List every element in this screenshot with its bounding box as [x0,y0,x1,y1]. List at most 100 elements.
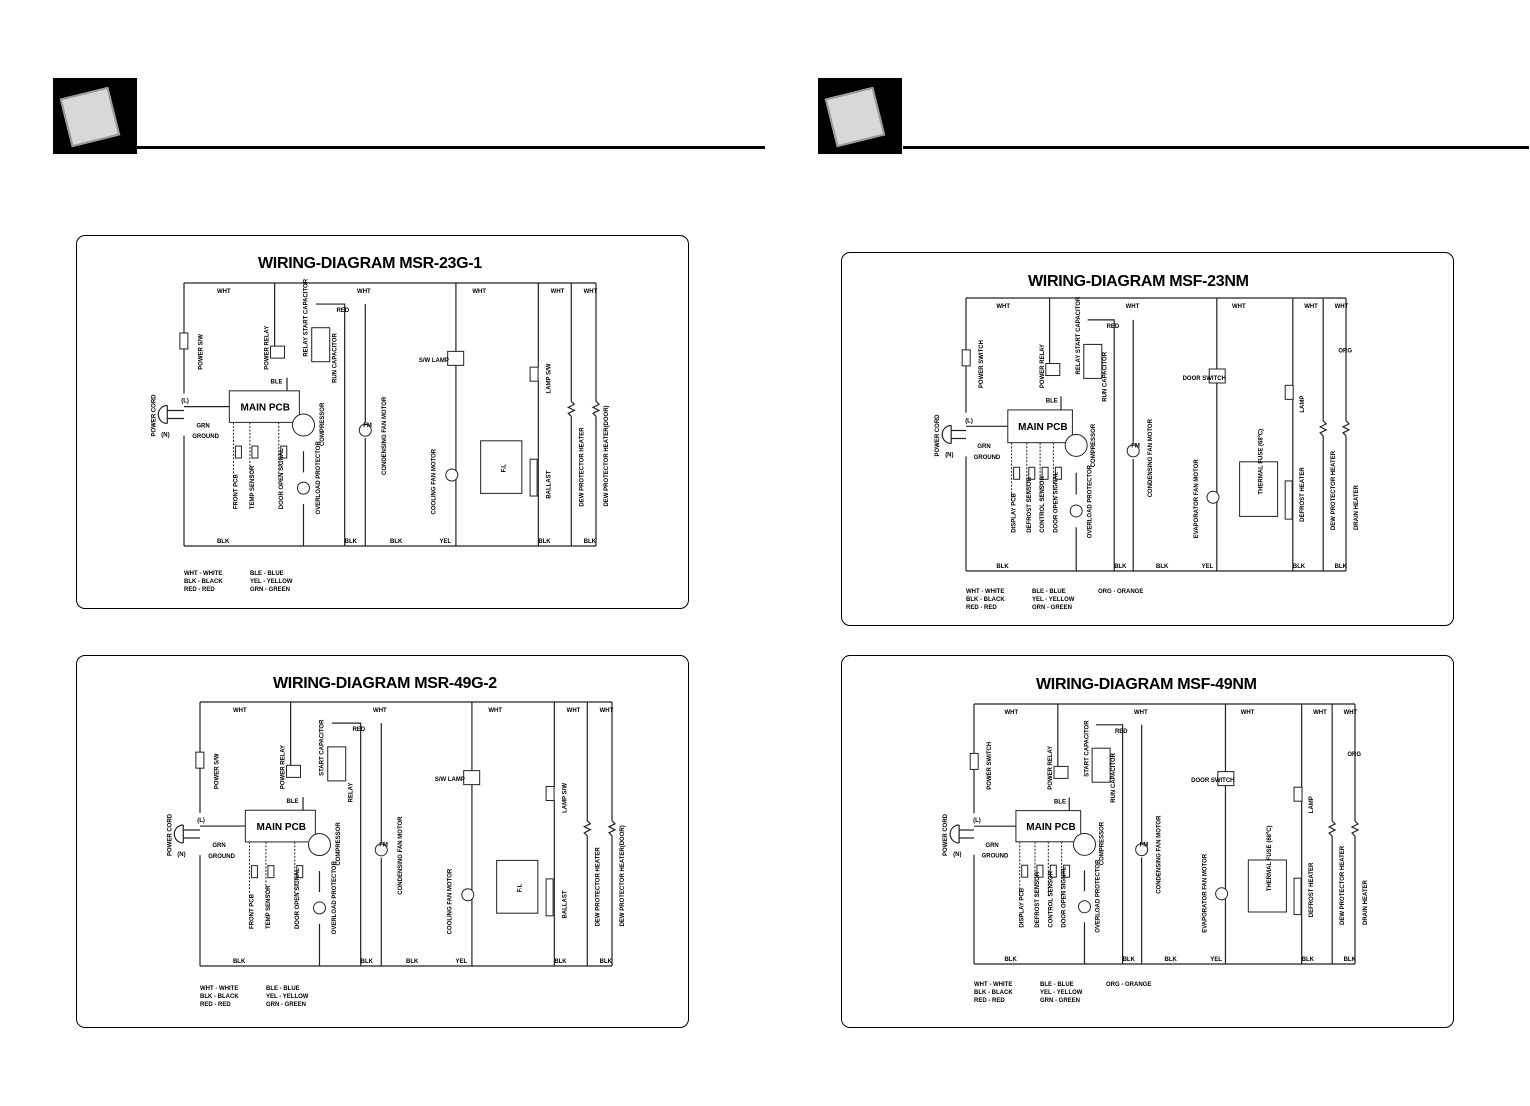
heater-label-dew_heater: DEW PROTECTOR HEATER [1340,845,1346,925]
ground-label: GROUND [974,455,1001,461]
sensor-box [1036,864,1044,878]
section-icon-left [53,78,137,154]
door-switch-label: DOOR SWITCH [1183,376,1226,382]
wire-tag-bottom: BLK [1302,957,1315,963]
neutral-label: (N) [953,852,961,858]
fl-label: F.L [517,883,523,892]
wire-tag-ble: BLE [1054,800,1066,806]
wire-tag-top: WHT [1232,304,1246,310]
run-capacitor-label: RUN CAPACITOR [332,332,338,382]
power-cord-plug-icon [173,824,184,844]
power-relay-label: POWER RELAY [1048,746,1054,790]
diagram-title: WIRING-DIAGRAM MSR-49G-2 [273,675,497,692]
overload-label: OVERLOAD PROTECTOR [1096,859,1102,933]
sensor-box [250,865,258,879]
wire-tag-top: WHT [584,289,598,295]
wire-tag-top: WHT [1313,710,1327,716]
power-cord-plug-icon [941,424,952,445]
legend-item: BLE - BLUE [250,571,284,577]
sensor-box [1021,864,1029,878]
compressor-icon [1072,832,1096,856]
wire-tag-bottom: BLK [345,539,358,545]
cooling-fan-label: EVAPORATOR FAN MOTOR [1202,853,1208,933]
legend-item: WHT - WHITE [184,571,222,577]
fl-label: THERMAL FUSE (68ºC) [1267,825,1273,891]
power-cord-plug-icon [949,824,960,844]
lamp-switch [1284,384,1294,400]
overload-label: OVERLOAD PROTECTOR [332,860,338,934]
power-relay [286,764,302,778]
wire-tag-bottom: BLK [584,539,597,545]
ballast-block [1284,480,1293,520]
condensing-fan-label: CONDENSING FAN MOTOR [382,396,388,475]
live-label: (L) [973,818,981,824]
sensor-box [296,865,304,879]
heater-icon [607,820,617,837]
neutral-label: (N) [161,433,169,439]
sensor-box [1049,864,1057,878]
power-cord-label: POWER CORD [943,813,949,856]
wire [331,722,362,966]
legend-item: WHT - WHITE [200,986,238,992]
power-relay-label: POWER RELAY [280,745,286,789]
door-switch [447,350,465,366]
power-switch [179,332,189,350]
lamp-switch [545,785,555,801]
ground-label: GROUND [208,854,235,860]
heater-label-dew_heater_door: DRAIN HEATER [1363,879,1369,925]
run-capacitor-label: RUN CAPACITOR [1103,351,1109,401]
legend-item: BLK - BLACK [974,990,1013,996]
overload-protector-icon [312,901,326,915]
fl-block [480,440,523,494]
wire-tag-bottom: BLK [1293,564,1306,570]
wire-tag-top: WHT [233,708,247,714]
wire-tag-yel: YEL [1202,564,1214,570]
legend-item: YEL - YELLOW [266,994,309,1000]
wire-tag-top: WHT [217,289,231,295]
overload-protector-icon [1077,900,1091,914]
power-switch [195,751,205,769]
wire-tag-grn: GRN [196,424,209,430]
main-pcb-label: MAIN PCB [1018,422,1067,433]
heater-icon [1341,420,1351,437]
wire-tag-bottom: BLK [390,539,403,545]
compressor-icon [1064,433,1088,457]
power-relay-label: POWER RELAY [264,326,270,370]
power-switch-label: POWER S/W [215,753,221,789]
cooling-fan-icon [445,468,459,482]
legend-item: RED - RED [966,605,997,611]
legend-item: BLE - BLUE [266,986,300,992]
sensor-box [1028,466,1036,480]
ballast-block [1293,877,1302,916]
legend-item: RED - RED [200,1002,231,1008]
start-capacitor-label: RELAY START CAPACITOR [1076,296,1082,374]
wire-tag-top: WHT [1335,304,1349,310]
lamp-switch-label: LAMP [1309,796,1315,813]
lamp-switch [1293,786,1303,802]
heater-label-dew_heater_door: DEW PROTECTOR HEATER(DOOR) [620,825,626,926]
wire-tag-bottom: BLK [538,539,551,545]
heater-label-dew_heater_door: DEW PROTECTOR HEATER(DOOR) [604,405,610,506]
wire-tag-red: RED [1107,324,1120,330]
wire-tag-top: WHT [1304,304,1318,310]
door-switch [463,770,481,786]
diagram-title: WIRING-DIAGRAM MSR-23G-1 [258,255,482,272]
sensor-label-front_pcb: DISPLAY PCB [1012,492,1018,532]
power-relay [1045,363,1061,377]
wire-tag-yel: YEL [1210,957,1222,963]
heater-label-dew_heater_door: DRAIN HEATER [1354,484,1360,530]
heater-label-dew_heater: DEW PROTECTOR HEATER [595,847,601,927]
legend-item: WHT - WHITE [974,982,1012,988]
fm-text: FM [1131,443,1140,449]
lamp-switch-label: LAMP S/W [547,363,553,393]
wire-tag-top: WHT [488,708,502,714]
lamp-switch-label: LAMP S/W [563,783,569,813]
compressor-label: COMPRESSOR [1091,423,1097,467]
main-pcb-label: MAIN PCB [1026,822,1075,833]
main-pcb [1015,810,1082,843]
power-switch-label: POWER SWITCH [987,742,993,790]
wire-tag-bottom: BLK [1114,564,1127,570]
condensing-fan-icon [1135,843,1149,857]
